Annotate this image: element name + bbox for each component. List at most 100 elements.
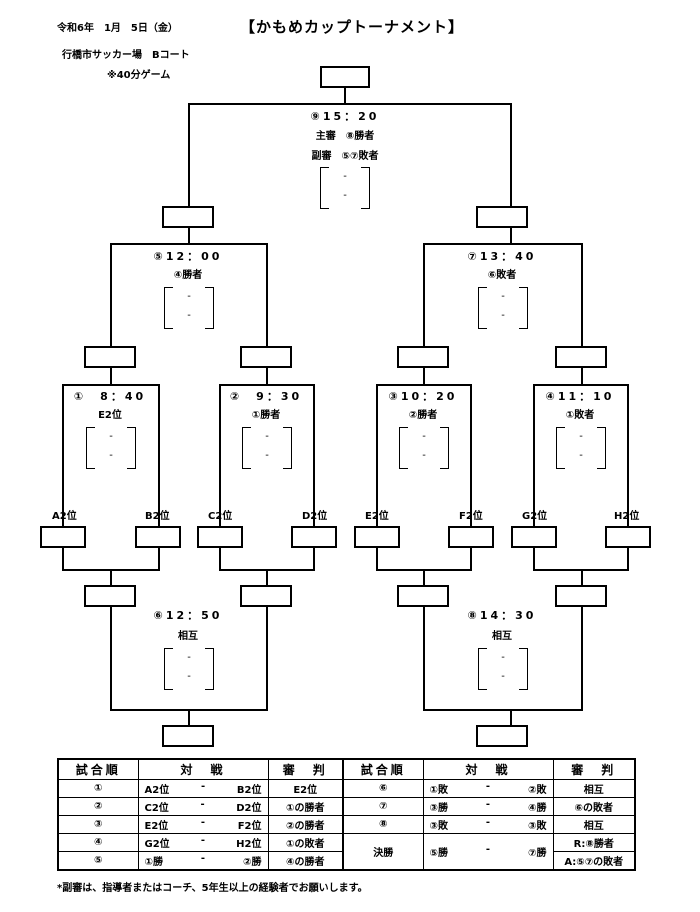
semi-right-referee: ⑥敗者 <box>487 270 517 281</box>
match-no: ③ <box>57 815 139 834</box>
match3-referee: ②勝者 <box>408 410 438 421</box>
col-header-match: 対 戦 <box>137 758 269 780</box>
match1-referee: E2位 <box>98 410 122 421</box>
match-no: ⑤ <box>57 851 139 871</box>
match3-score[interactable]: -- <box>399 427 449 469</box>
loser-box-3[interactable] <box>397 585 449 607</box>
matchup: ③勝-④勝 <box>422 797 554 816</box>
col-header-match-2: 対 戦 <box>422 758 554 780</box>
referee: ⑥の敗者 <box>552 797 636 816</box>
referee: ④の勝者 <box>267 851 344 871</box>
match4-time: ④11：10 <box>545 390 615 403</box>
table-row: ④ G2位-H2位 ①の敗者 決勝 ⑤勝-⑦勝 R:⑧勝者 <box>57 833 636 871</box>
match6-time: ⑥12：50 <box>153 609 223 622</box>
referee: ①の敗者 <box>267 833 344 852</box>
semi-left-referee: ④勝者 <box>173 270 203 281</box>
match2-referee: ①勝者 <box>251 410 281 421</box>
loser-box-2[interactable] <box>240 585 292 607</box>
team-label-b2: B2位 <box>145 511 170 522</box>
team-box-h2[interactable] <box>605 526 651 548</box>
match3-time: ③10：20 <box>388 390 458 403</box>
team-box-f2[interactable] <box>448 526 494 548</box>
match-no: ⑧ <box>342 815 424 834</box>
referee: ②の勝者 <box>267 815 344 834</box>
match1-time: ① 8：40 <box>73 390 147 403</box>
team-box-c2[interactable] <box>197 526 243 548</box>
matchup: C2位-D2位 <box>137 797 269 816</box>
matchup: E2位-F2位 <box>137 815 269 834</box>
match4-score[interactable]: -- <box>556 427 606 469</box>
referee-final-main: R:⑧勝者 <box>552 833 636 852</box>
table-row: ① A2位-B2位 E2位 ⑥ ①敗-②敗 相互 <box>57 779 636 798</box>
team-label-a2: A2位 <box>52 511 77 522</box>
matchup: A2位-B2位 <box>137 779 269 798</box>
match-no: ⑦ <box>342 797 424 816</box>
loser-box-1[interactable] <box>84 585 136 607</box>
matchup: ①勝-②勝 <box>137 851 269 871</box>
match4-referee: ①敗者 <box>565 410 595 421</box>
matchup: ③敗-③敗 <box>422 815 554 834</box>
matchup-final: ⑤勝-⑦勝 <box>422 833 554 871</box>
table-row: ② C2位-D2位 ①の勝者 ⑦ ③勝-④勝 ⑥の敗者 <box>57 797 636 816</box>
final-referee: 主審 ⑧勝者 <box>315 131 375 142</box>
semifinalist-box-1[interactable] <box>84 346 136 368</box>
match8-winner-box[interactable] <box>476 725 528 747</box>
table-row: ③ E2位-F2位 ②の勝者 ⑧ ③敗-③敗 相互 <box>57 815 636 834</box>
team-box-b2[interactable] <box>135 526 181 548</box>
referee: E2位 <box>267 779 344 798</box>
referee: ①の勝者 <box>267 797 344 816</box>
match-no-final: 決勝 <box>342 833 424 871</box>
referee: 相互 <box>552 779 636 798</box>
match-no: ④ <box>57 833 139 852</box>
semifinalist-box-2[interactable] <box>240 346 292 368</box>
matchup: G2位-H2位 <box>137 833 269 852</box>
final-score[interactable]: -- <box>320 167 370 209</box>
match6-referee: 相互 <box>178 631 198 642</box>
team-label-c2: C2位 <box>208 511 233 522</box>
match-no: ⑥ <box>342 779 424 798</box>
team-label-g2: G2位 <box>522 511 548 522</box>
match8-referee: 相互 <box>492 631 512 642</box>
team-label-h2: H2位 <box>614 511 640 522</box>
col-header-referee-2: 審 判 <box>552 758 636 780</box>
match1-score[interactable]: -- <box>86 427 136 469</box>
duration-note: ※40分ゲーム <box>107 70 171 81</box>
match6-winner-box[interactable] <box>162 725 214 747</box>
col-header-referee: 審 判 <box>267 758 344 780</box>
final-time: ⑨15：20 <box>310 110 380 123</box>
loser-box-4[interactable] <box>555 585 607 607</box>
team-box-e2[interactable] <box>354 526 400 548</box>
venue-label: 行橋市サッカー場 Bコート <box>62 50 190 61</box>
semi-right-score[interactable]: -- <box>478 287 528 329</box>
match6-score[interactable]: -- <box>164 648 214 690</box>
team-box-a2[interactable] <box>40 526 86 548</box>
match8-score[interactable]: -- <box>478 648 528 690</box>
semifinalist-box-4[interactable] <box>555 346 607 368</box>
footnote: *副審は、指導者またはコーチ、5年生以上の経験者でお願いします。 <box>57 883 368 894</box>
final-sub-referee: 副審 ⑤⑦敗者 <box>311 151 379 162</box>
schedule-table: 試合順 対 戦 審 判 試合順 対 戦 審 判 ① A2位-B2位 E2位 ⑥ … <box>57 758 636 871</box>
referee-final-sub: A:⑤⑦の敗者 <box>552 851 636 871</box>
finalist-left-box[interactable] <box>162 206 214 228</box>
team-label-f2: F2位 <box>459 511 483 522</box>
team-label-e2: E2位 <box>365 511 389 522</box>
semi-left-score[interactable]: -- <box>164 287 214 329</box>
schedule-header-row: 試合順 対 戦 審 判 試合順 対 戦 審 判 <box>57 758 636 780</box>
match2-score[interactable]: -- <box>242 427 292 469</box>
matchup: ①敗-②敗 <box>422 779 554 798</box>
team-box-d2[interactable] <box>291 526 337 548</box>
col-header-order: 試合順 <box>57 758 139 780</box>
team-box-g2[interactable] <box>511 526 557 548</box>
match-no: ① <box>57 779 139 798</box>
champion-box[interactable] <box>320 66 370 88</box>
semi-right-time: ⑦13：40 <box>467 250 537 263</box>
match2-time: ② 9：30 <box>229 390 303 403</box>
team-label-d2: D2位 <box>302 511 328 522</box>
finalist-right-box[interactable] <box>476 206 528 228</box>
table-row: ⑤ ①勝-②勝 ④の勝者 A:⑤⑦の敗者 <box>57 851 636 871</box>
date-label: 令和6年 1月 5日（金） <box>57 23 178 34</box>
match8-time: ⑧14：30 <box>467 609 537 622</box>
semifinalist-box-3[interactable] <box>397 346 449 368</box>
col-header-order-2: 試合順 <box>342 758 424 780</box>
referee: 相互 <box>552 815 636 834</box>
